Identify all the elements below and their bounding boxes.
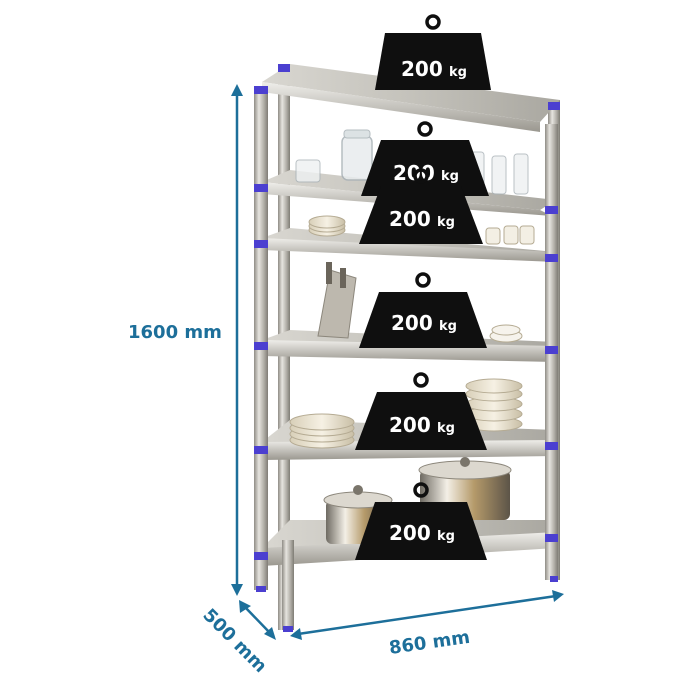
weight-ring-icon [417, 121, 433, 137]
weight-body [359, 186, 483, 244]
shelf-1 [262, 64, 560, 132]
shelf-connectors [254, 64, 560, 632]
depth-label: 500 mm [198, 605, 270, 677]
weight-value: 200 [389, 521, 431, 545]
plate-stack-right [465, 378, 523, 432]
depth-line [243, 605, 272, 635]
weight-ring-icon [413, 482, 429, 498]
weight-value: 200 [391, 311, 433, 335]
weight-unit: kg [449, 65, 467, 80]
weight-icon: 200 kg [359, 168, 483, 244]
depth-arrow-top [239, 600, 251, 613]
depth-arrow-bottom [264, 627, 276, 640]
knife-block [317, 262, 357, 339]
weight-body [359, 292, 487, 348]
weight-body [361, 140, 489, 196]
weight-value: 200 [401, 57, 443, 81]
cups [485, 225, 535, 245]
weight-icon: 200 kg [355, 372, 487, 450]
dimension-lines [231, 84, 564, 640]
weight-unit: kg [437, 529, 455, 544]
plate-stack-left [289, 413, 355, 449]
width-line [297, 594, 557, 636]
width-arrow-right [552, 590, 564, 602]
weight-ring-icon [425, 14, 441, 30]
weight-icon: 200 kg [375, 14, 491, 90]
glass-jar [341, 129, 373, 181]
width-label: 860 mm [388, 627, 471, 659]
height-label: 1600 mm [128, 322, 222, 343]
front-left-foot [282, 540, 294, 630]
height-arrow-bottom [231, 584, 243, 596]
weight-body [355, 502, 487, 560]
height-arrow-top [231, 84, 243, 96]
weight-body [375, 33, 491, 90]
weight-ring-icon [413, 372, 429, 388]
weight-icon: 200 kg [355, 482, 487, 560]
small-plates [308, 215, 346, 237]
weight-value: 200 [389, 413, 431, 437]
weight-unit: kg [437, 421, 455, 436]
weight-ring-icon [413, 168, 429, 184]
weight-unit: kg [439, 319, 457, 334]
weight-ring-icon [415, 272, 431, 288]
weight-icon: 200 kg [359, 272, 487, 348]
bowls [489, 324, 523, 343]
front-left-upright [254, 90, 268, 590]
weight-body [355, 392, 487, 450]
weight-value: 200 [389, 207, 431, 231]
weight-unit: kg [437, 215, 455, 230]
width-arrow-left [290, 628, 302, 640]
weight-unit: kg [441, 169, 459, 184]
